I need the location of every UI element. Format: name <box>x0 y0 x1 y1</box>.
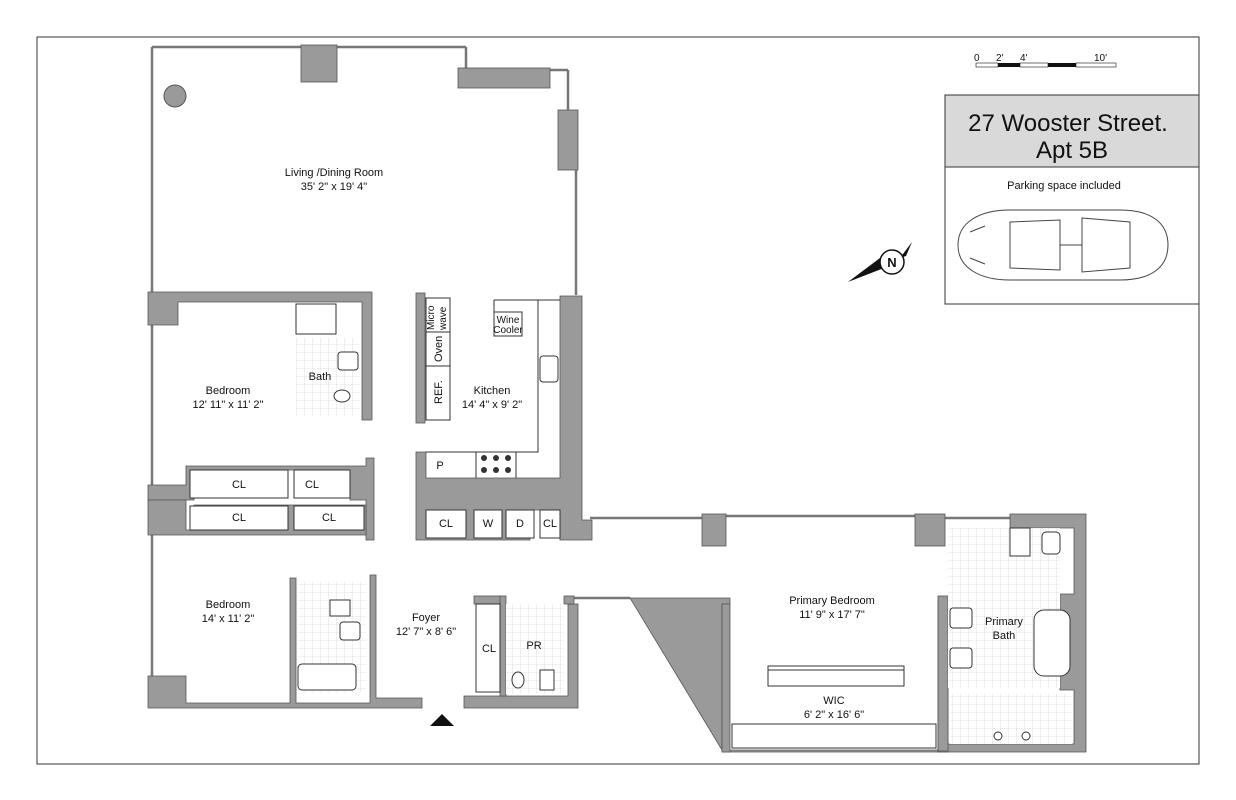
page-border <box>36 36 1200 765</box>
bedroom1-dims: 12' 11" x 11' 2" <box>193 399 264 411</box>
living-room-dims: 35' 2" x 19' 4" <box>301 181 368 193</box>
entry-arrow-icon <box>430 714 454 726</box>
closet-label: CL <box>439 518 453 530</box>
oven-outline <box>425 331 451 367</box>
washer-label: W <box>483 518 494 530</box>
refrigerator-outline <box>425 365 451 421</box>
scale-bar: 0 2' 4' 10' <box>974 53 1117 68</box>
oven-label: Oven <box>433 336 445 362</box>
compass-north-label: N <box>887 255 896 270</box>
microwave-label-2: wave <box>438 306 449 331</box>
closet-label: CL <box>482 643 496 655</box>
bath-name: Bath <box>309 371 332 383</box>
cooktop <box>481 455 511 473</box>
foyer-name: Foyer <box>412 612 440 624</box>
closet-label: CL <box>322 512 336 524</box>
car-icon <box>957 209 1169 281</box>
bedroom2-name: Bedroom <box>206 599 251 611</box>
microwave-outline <box>425 297 451 333</box>
wine-cooler-label-1: Wine <box>497 315 520 326</box>
scale-tick-0: 0 <box>974 53 980 64</box>
primary-shower-tile-floor <box>950 694 1072 744</box>
wic-dims: 6' 2" x 16' 6" <box>804 709 864 721</box>
closet-label: CL <box>305 479 319 491</box>
refrigerator-label: REF. <box>433 380 445 404</box>
bedroom1-name: Bedroom <box>206 385 251 397</box>
scale-tick-4: 4' <box>1020 53 1028 64</box>
living-room-name: Living /Dining Room <box>285 167 383 179</box>
kitchen-name: Kitchen <box>474 385 511 397</box>
closet-label: CL <box>232 479 246 491</box>
closet-label: CL <box>543 518 557 530</box>
wine-cooler-label-2: Cooler <box>493 325 523 336</box>
fixtures <box>189 297 1071 749</box>
kitchen-dims: 14' 4" x 9' 2" <box>462 399 522 411</box>
closet-label: CL <box>232 512 246 524</box>
bath-tile-floor <box>296 338 360 416</box>
title-box: 27 Wooster Street. Apt 5B Parking space … <box>944 94 1200 305</box>
dryer-label: D <box>516 518 524 530</box>
wic-name: WIC <box>823 695 844 707</box>
powder-room-name: PR <box>526 640 541 652</box>
window-walls <box>150 45 1010 680</box>
bedroom2-dims: 14' x 11' 2" <box>202 613 255 625</box>
scale-tick-2: 2' <box>996 53 1004 64</box>
compass-icon: N <box>848 242 912 282</box>
title-line-2: Apt 5B <box>1036 137 1108 164</box>
primary-bath-name-2: Bath <box>993 630 1016 642</box>
scale-tick-10: 10' <box>1094 53 1107 64</box>
primary-bedroom-dims: 11' 9" x 17' 7" <box>799 609 865 621</box>
primary-bath-name-1: Primary <box>985 616 1023 628</box>
foyer-dims: 12' 7" x 8' 6" <box>396 626 456 638</box>
primary-bedroom-name: Primary Bedroom <box>789 595 875 607</box>
parking-note: Parking space included <box>1007 180 1121 192</box>
pantry-label: P <box>436 460 443 472</box>
kitchen-sink <box>539 355 559 383</box>
title-line-1: 27 Wooster Street. <box>968 110 1168 137</box>
microwave-label-1: Micro <box>426 305 437 330</box>
